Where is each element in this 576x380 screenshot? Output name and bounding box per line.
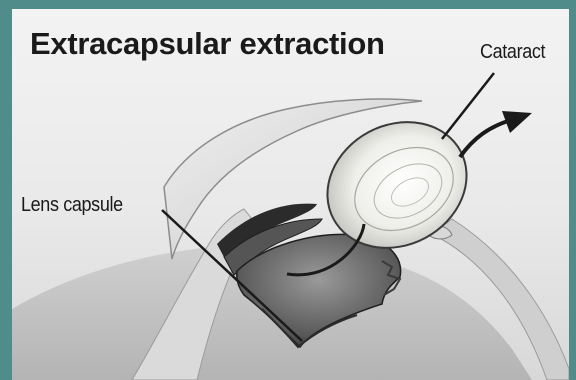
diagram-title: Extracapsular extraction xyxy=(30,26,385,62)
exit-arrow xyxy=(460,111,532,157)
cataract-label: Cataract xyxy=(480,41,545,64)
lens-capsule-label: Lens capsule xyxy=(21,194,123,217)
